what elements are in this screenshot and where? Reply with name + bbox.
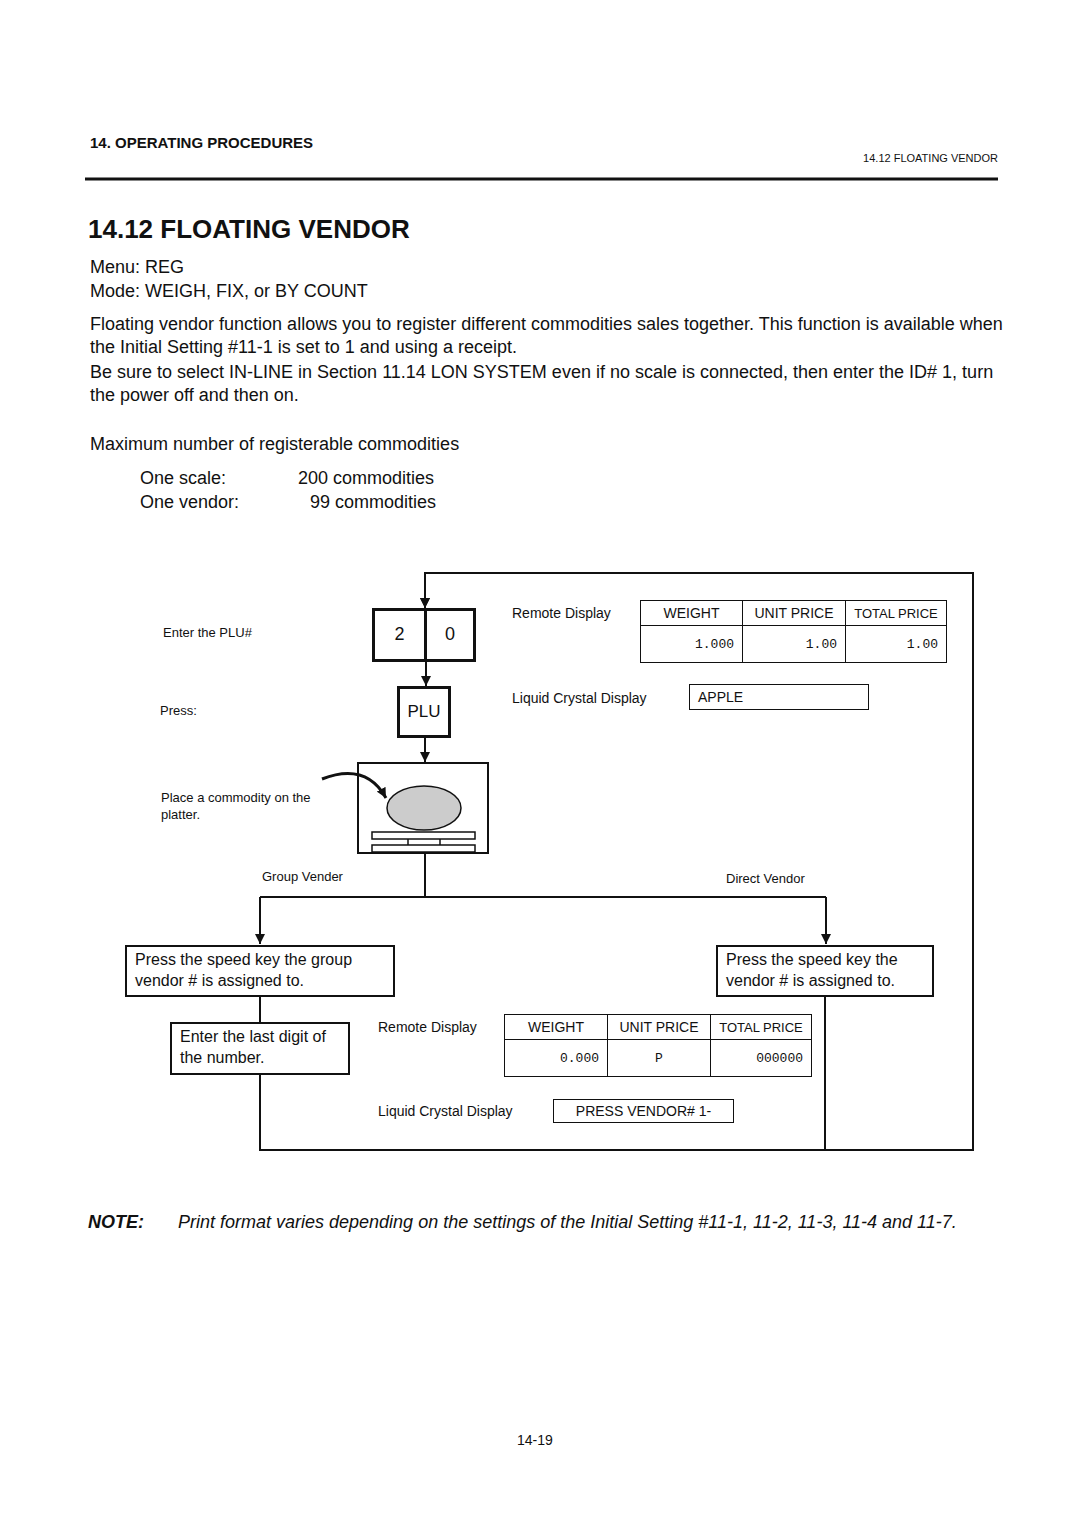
node-text: Press the speed key the group vendor # i…	[135, 950, 385, 992]
display-label: Liquid Crystal Display	[378, 1102, 513, 1120]
page-number: 14-19	[517, 1431, 553, 1449]
note-label: NOTE:	[88, 1211, 144, 1234]
menu-line: Menu: REG	[90, 256, 184, 279]
step-label: Press:	[160, 703, 197, 720]
plu-key: PLU	[397, 686, 451, 738]
header-rule	[85, 178, 998, 181]
display-label: Remote Display	[512, 604, 611, 622]
list-key: One vendor:	[140, 491, 239, 514]
table-cell: 000000	[710, 1039, 812, 1077]
paragraph: Floating vendor function allows you to r…	[90, 313, 1005, 360]
node-text: 0	[445, 623, 455, 646]
branch-label: Direct Vendor	[726, 871, 805, 888]
table-cell: WEIGHT	[504, 1014, 608, 1040]
list-value: 200 commodities	[298, 467, 434, 490]
table-cell: TOTAL PRICE	[845, 600, 947, 626]
table-cell: UNIT PRICE	[607, 1014, 711, 1040]
node-text: PLU	[407, 701, 440, 723]
list-key: One scale:	[140, 467, 226, 490]
node-text: Press the speed key the vendor # is assi…	[726, 950, 924, 992]
running-head: 14.12 FLOATING VENDOR	[780, 151, 998, 165]
lcd-box: PRESS VENDOR# 1-	[553, 1099, 734, 1123]
display-label: Remote Display	[378, 1018, 477, 1036]
table-cell: P	[607, 1039, 711, 1077]
step-label: Enter the PLU#	[163, 625, 252, 642]
table-cell: WEIGHT	[640, 600, 743, 626]
table-cell: 0.000	[504, 1039, 608, 1077]
flow-connector	[425, 662, 427, 686]
node-text: Enter the last digit of the number.	[180, 1027, 340, 1069]
table-cell: 1.00	[845, 625, 947, 663]
lcd-box: APPLE	[689, 684, 869, 710]
scale-illustration	[358, 763, 488, 853]
list-heading: Maximum number of registerable commoditi…	[90, 433, 459, 456]
node-text: APPLE	[698, 688, 743, 706]
table-cell: 1.000	[640, 625, 743, 663]
process-box: Press the speed key the vendor # is assi…	[716, 945, 934, 997]
flow-connector	[259, 997, 261, 1022]
section-header: 14. OPERATING PROCEDURES	[90, 133, 313, 153]
note-text: Print format varies depending on the set…	[178, 1211, 998, 1234]
step-label: Place a commodity on the platter.	[161, 790, 341, 824]
key-box: 2	[372, 608, 427, 662]
page-title: 14.12 FLOATING VENDOR	[88, 213, 410, 247]
process-box: Press the speed key the group vendor # i…	[125, 945, 395, 997]
table-cell: TOTAL PRICE	[710, 1014, 812, 1040]
paragraph: Be sure to select IN-LINE in Section 11.…	[90, 361, 1005, 408]
node-text: 2	[394, 623, 404, 646]
display-label: Liquid Crystal Display	[512, 689, 647, 707]
place-arrow	[322, 774, 386, 798]
node-text: PRESS VENDOR# 1-	[576, 1102, 711, 1120]
process-box: Enter the last digit of the number.	[170, 1022, 350, 1075]
flow-connector	[260, 573, 973, 1150]
split-lines	[260, 853, 826, 944]
table-cell: UNIT PRICE	[742, 600, 846, 626]
branch-label: Group Vender	[262, 869, 343, 886]
mode-line: Mode: WEIGH, FIX, or BY COUNT	[90, 280, 368, 303]
table-cell: 1.00	[742, 625, 846, 663]
flow-line	[424, 738, 426, 762]
list-value: 99 commodities	[310, 491, 436, 514]
key-box: 0	[424, 608, 476, 662]
flow-connector	[425, 573, 973, 1150]
